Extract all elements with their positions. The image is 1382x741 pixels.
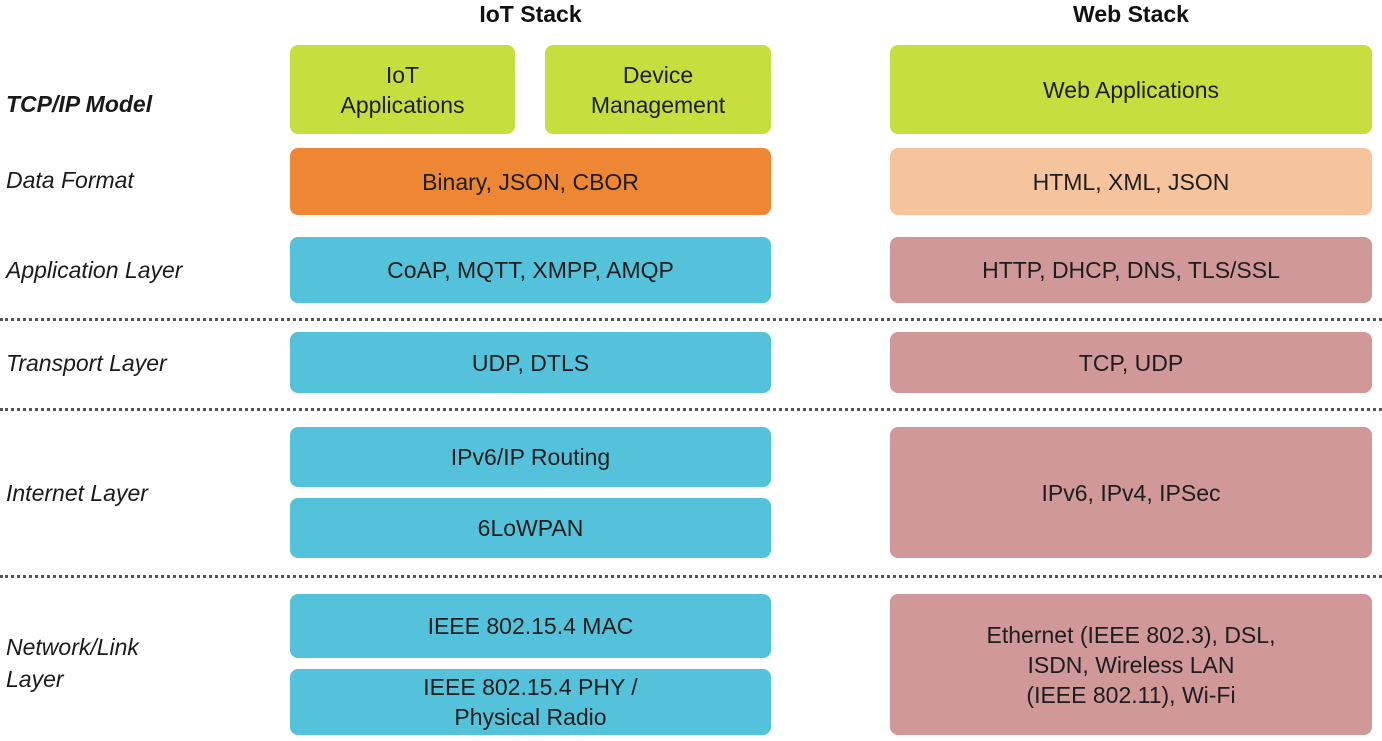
iot-data-format-box: Binary, JSON, CBOR xyxy=(290,148,771,215)
iot-applications-box: IoT Applications xyxy=(290,45,515,134)
label-network-link-layer: Network/Link Layer xyxy=(6,634,139,692)
web-internet-box: IPv6, IPv4, IPSec xyxy=(890,427,1372,558)
divider-internet-network xyxy=(0,575,1382,578)
label-transport-layer: Transport Layer xyxy=(6,349,167,376)
iot-application-protocols-box: CoAP, MQTT, XMPP, AMQP xyxy=(290,237,771,303)
iot-mac-box: IEEE 802.15.4 MAC xyxy=(290,594,771,658)
divider-transport-internet xyxy=(0,408,1382,411)
web-network-link-box: Ethernet (IEEE 802.3), DSL, ISDN, Wirele… xyxy=(890,594,1372,735)
web-transport-box: TCP, UDP xyxy=(890,332,1372,393)
iot-routing-box: IPv6/IP Routing xyxy=(290,427,771,487)
web-applications-box: Web Applications xyxy=(890,45,1372,134)
web-stack-header: Web Stack xyxy=(1073,1,1189,27)
divider-application-transport xyxy=(0,318,1382,321)
web-data-format-box: HTML, XML, JSON xyxy=(890,148,1372,215)
label-application-layer: Application Layer xyxy=(6,256,183,283)
iot-stack-header: IoT Stack xyxy=(479,1,582,27)
web-application-protocols-box: HTTP, DHCP, DNS, TLS/SSL xyxy=(890,237,1372,303)
label-data-format: Data Format xyxy=(6,166,134,193)
iot-phy-box: IEEE 802.15.4 PHY / Physical Radio xyxy=(290,669,771,735)
iot-transport-box: UDP, DTLS xyxy=(290,332,771,393)
iot-6lowpan-box: 6LoWPAN xyxy=(290,498,771,558)
label-internet-layer: Internet Layer xyxy=(6,479,148,506)
device-management-box: Device Management xyxy=(545,45,771,134)
label-tcpip-model: TCP/IP Model xyxy=(6,90,153,117)
